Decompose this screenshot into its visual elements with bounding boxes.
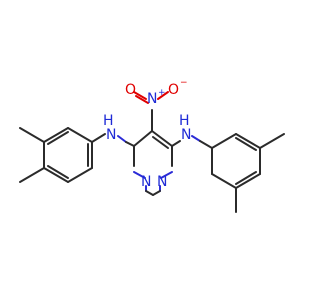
nitro-o-left: O xyxy=(125,82,136,98)
amine-h-left: H xyxy=(103,113,114,129)
amine-h-right: H xyxy=(179,113,190,129)
nitro-group xyxy=(133,91,169,132)
pyrimidine-n-left: N xyxy=(141,174,151,190)
amine-n-right: N xyxy=(181,127,191,143)
nitro-o-right: O xyxy=(168,82,179,98)
nitro-plus-charge: + xyxy=(158,88,166,98)
nitro-n: N xyxy=(147,91,157,107)
amine-n-left: N xyxy=(106,127,116,143)
molecule-canvas: N H N H N N N + O O − xyxy=(19,78,285,213)
right-nh-linker xyxy=(171,135,213,149)
molecule-structure: N H N H N N N + O O − xyxy=(19,78,285,213)
right-phenyl-ring xyxy=(211,133,285,213)
left-phenyl-ring xyxy=(19,127,93,183)
pyrimidine-ring xyxy=(133,130,173,196)
left-nh-linker xyxy=(91,133,135,147)
pyrimidine-n-right: N xyxy=(157,174,167,190)
nitro-minus-charge: − xyxy=(180,78,188,88)
